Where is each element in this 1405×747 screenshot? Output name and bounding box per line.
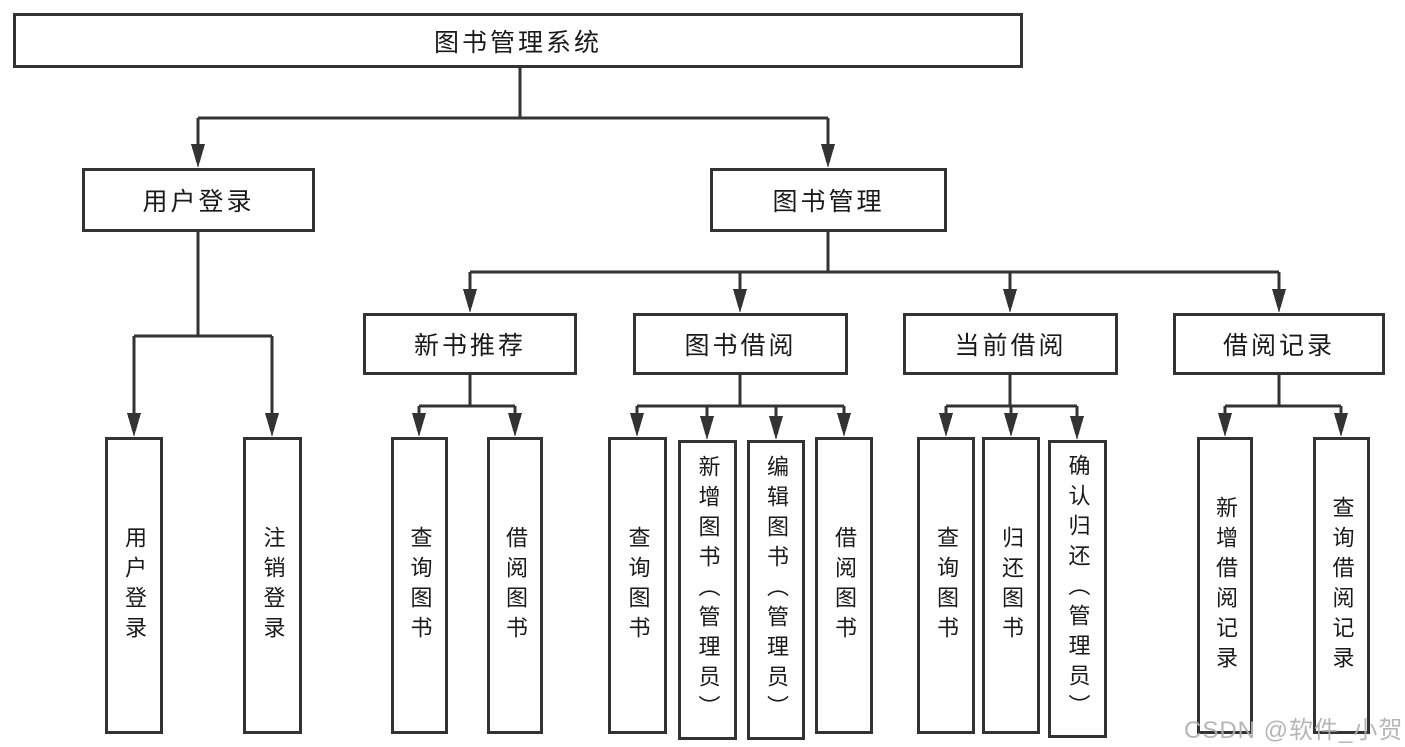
node-label: 当前借阅 — [954, 332, 1067, 360]
node-new-book-recommend: 新书推荐 — [363, 313, 577, 375]
leaf-confirm-return-admin: 确认归还（管理员） — [1048, 440, 1107, 738]
node-label: 新增借阅记录 — [1213, 495, 1238, 676]
node-label: 用户登录 — [122, 525, 147, 646]
node-label: 借阅图书 — [832, 525, 857, 646]
leaf-add-books-admin: 新增图书（管理员） — [678, 440, 737, 740]
arrowheads — [127, 144, 1348, 440]
node-label: 查询图书 — [407, 525, 433, 646]
node-label: 新增图书（管理员） — [695, 455, 721, 725]
node-label: 用户登录 — [142, 188, 255, 216]
leaf-borrow-books: 借阅图书 — [815, 437, 873, 734]
node-label: 新书推荐 — [413, 332, 526, 360]
leaf-edit-books-admin: 编辑图书（管理员） — [747, 440, 805, 740]
node-label: 图书管理 — [772, 188, 885, 216]
node-label: 编辑图书（管理员） — [764, 455, 789, 725]
node-label: 归还图书 — [999, 525, 1024, 646]
leaf-return-books: 归还图书 — [982, 437, 1040, 734]
leaf-borrow-books-recommend: 借阅图书 — [487, 437, 543, 734]
node-label: 确认归还（管理员） — [1065, 454, 1091, 724]
node-root-label: 图书管理系统 — [433, 28, 602, 57]
node-current-borrowing: 当前借阅 — [903, 313, 1118, 375]
node-root: 图书管理系统 — [13, 13, 1023, 68]
node-label: 查询借阅记录 — [1329, 495, 1355, 676]
node-label: 查询图书 — [625, 525, 651, 646]
node-label: 图书借阅 — [684, 332, 797, 360]
leaf-query-books-borrowing: 查询图书 — [608, 437, 667, 734]
node-borrowing-records: 借阅记录 — [1173, 313, 1385, 375]
node-user-login: 用户登录 — [82, 168, 315, 232]
node-label: 查询图书 — [934, 525, 959, 646]
leaf-query-borrow-record: 查询借阅记录 — [1313, 437, 1370, 734]
node-label: 借阅记录 — [1222, 332, 1335, 360]
tree-edges — [132, 68, 1343, 424]
leaf-query-books-recommend: 查询图书 — [391, 437, 448, 734]
node-book-management: 图书管理 — [710, 168, 947, 232]
node-label: 注销登录 — [260, 525, 286, 646]
leaf-logout: 注销登录 — [243, 437, 302, 734]
watermark: CSDN @软件_小贺同学 — [1184, 717, 1405, 744]
leaf-add-borrow-record: 新增借阅记录 — [1197, 437, 1253, 734]
node-book-borrowing: 图书借阅 — [633, 313, 848, 375]
node-label: 借阅图书 — [503, 525, 528, 646]
leaf-query-books-current: 查询图书 — [917, 437, 975, 734]
leaf-user-login: 用户登录 — [105, 437, 163, 734]
